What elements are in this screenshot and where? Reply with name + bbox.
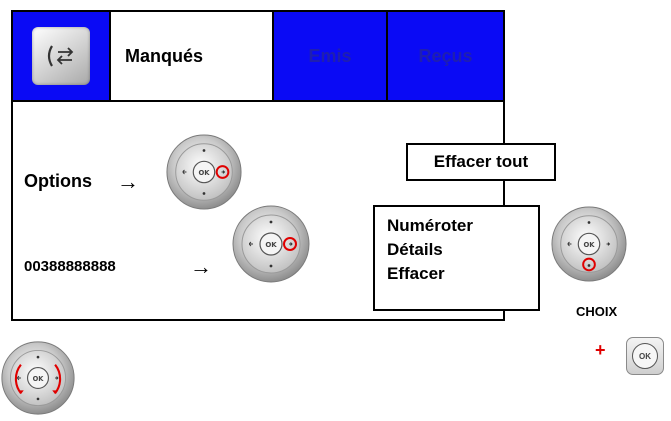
plus-icon: +	[595, 340, 606, 360]
menu-item-details[interactable]: Détails	[387, 240, 443, 259]
navigation-pad-icon	[165, 133, 243, 211]
ok-button-label: OK	[632, 343, 658, 369]
navigation-pad-icon	[0, 340, 76, 416]
menu-item-numeroter[interactable]: Numéroter	[387, 216, 473, 235]
options-label: Options	[24, 171, 92, 191]
menu-effacer-tout[interactable]: Effacer tout	[406, 143, 556, 181]
navigation-pad-icon	[231, 204, 311, 284]
call-log-tabs: Manqués Emis Reçus	[13, 12, 503, 102]
tab-call-log[interactable]	[13, 12, 111, 100]
choix-label: CHOIX	[576, 304, 618, 319]
call-log-icon	[32, 27, 90, 85]
menu-item-effacer[interactable]: Effacer	[387, 264, 445, 283]
tab-emis[interactable]: Emis	[274, 12, 388, 100]
arrow-right-icon: →	[190, 254, 212, 279]
arrow-right-icon: →	[117, 169, 139, 194]
navigation-pad-icon	[550, 205, 628, 283]
tab-recus[interactable]: Reçus	[388, 12, 503, 100]
tab-manques[interactable]: Manqués	[111, 12, 274, 100]
ok-button[interactable]: OK	[626, 337, 664, 375]
options-menu: Numéroter Détails Effacer	[373, 205, 540, 311]
phone-number-label: 00388888888	[24, 258, 116, 275]
